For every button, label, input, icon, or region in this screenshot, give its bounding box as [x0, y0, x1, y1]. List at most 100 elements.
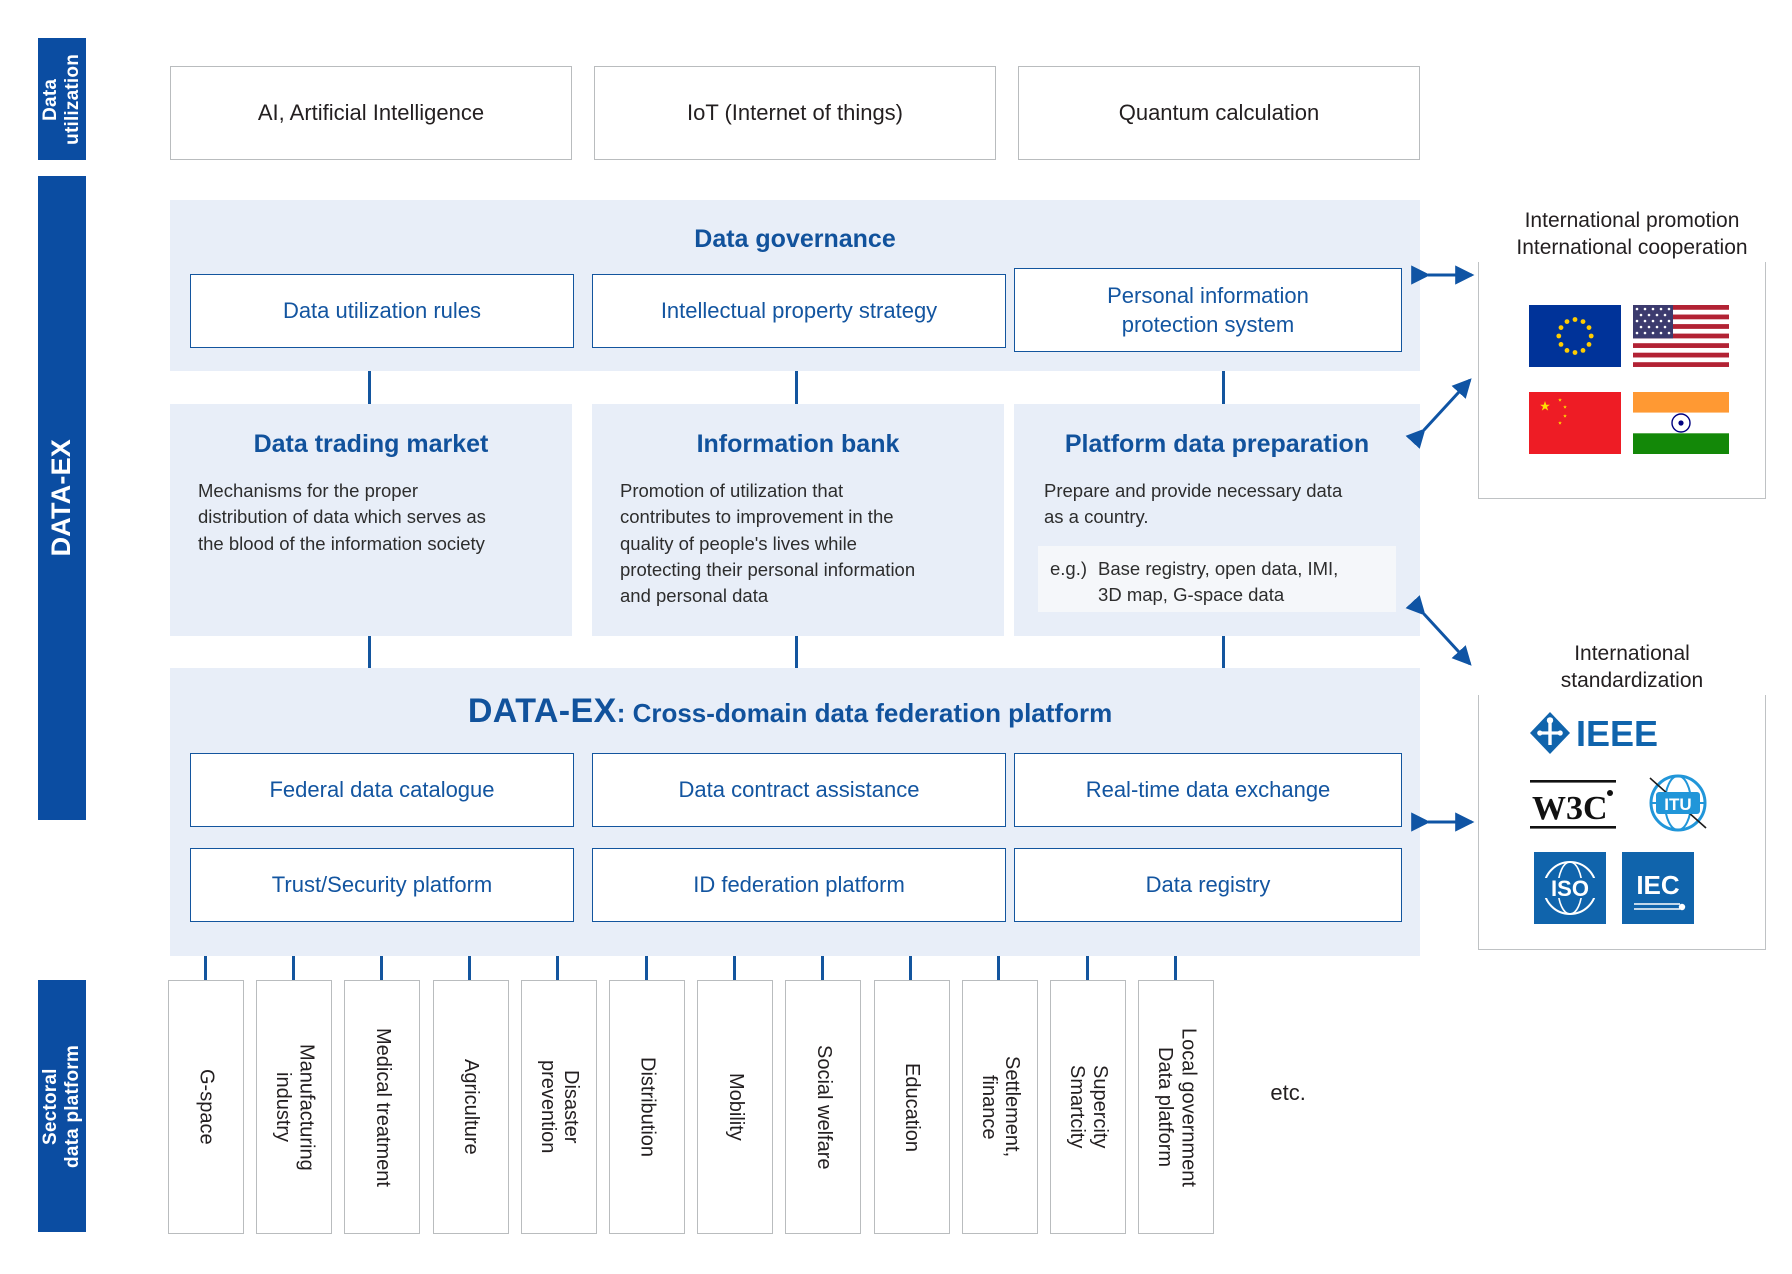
- governance-card-personal-info-protection[interactable]: Personal information protection system: [1014, 268, 1402, 352]
- connector-platform-to-sector-7: [732, 956, 736, 980]
- sector-card-label: Local government Data platform: [1154, 1027, 1200, 1187]
- sectoral-etc-label: etc.: [1270, 1080, 1306, 1105]
- international-promotion-caption: International promotion International co…: [1478, 207, 1786, 262]
- utilization-card-quantum[interactable]: Quantum calculation: [1018, 66, 1420, 160]
- governance-card-data-utilization-rules-label: Data utilization rules: [282, 298, 482, 324]
- sector-card-label: Settlement, finance: [977, 1056, 1023, 1158]
- iec-logo-icon: IEC: [1622, 852, 1694, 924]
- connector-governance-to-bank: [795, 371, 798, 404]
- connector-platform-to-sector-6: [644, 956, 648, 980]
- sector-card[interactable]: Local government Data platform: [1138, 980, 1215, 1234]
- connector-platform-to-sector-9: [909, 956, 913, 980]
- connector-platformdata-to-platform: [1222, 636, 1225, 668]
- utilization-card-quantum-label: Quantum calculation: [1118, 99, 1320, 125]
- sector-card-label: Manufacturing industry: [272, 1043, 318, 1171]
- international-promotion-panel: [1478, 237, 1766, 499]
- pillar-platform-data-preparation-title: Platform data preparation: [1064, 430, 1370, 458]
- platform-feature-federal-data-catalogue-label: Federal data catalogue: [269, 777, 495, 803]
- governance-card-data-utilization-rules[interactable]: Data utilization rules: [190, 274, 574, 348]
- sector-card-label: G-space: [195, 1069, 218, 1145]
- connector-platform-to-sector-8: [820, 956, 824, 980]
- sector-card[interactable]: Distribution: [609, 980, 685, 1234]
- sector-card[interactable]: Education: [873, 980, 950, 1234]
- platform-feature-trust-security-platform-label: Trust/Security platform: [271, 872, 493, 898]
- eu-flag-icon: [1529, 305, 1621, 367]
- sector-card[interactable]: Settlement, finance: [961, 980, 1038, 1234]
- pillar-information-bank: [592, 404, 1004, 636]
- platform-data-example-label: e.g.): [1050, 558, 1088, 579]
- pillar-information-bank-body: Promotion of utilization that contribute…: [620, 480, 916, 607]
- sector-card[interactable]: Disaster prevention: [520, 980, 597, 1234]
- pillar-data-trading-market: [170, 404, 572, 636]
- sector-card[interactable]: Manufacturing industry: [256, 980, 333, 1234]
- platform-feature-data-registry[interactable]: Data registry: [1014, 848, 1402, 922]
- svg-text:W3C: W3C: [1532, 790, 1608, 827]
- sector-card-label: Disaster prevention: [536, 1060, 582, 1154]
- svg-text:ISO: ISO: [1551, 876, 1589, 901]
- data-governance-title: Data governance: [694, 225, 896, 253]
- sector-card-label: Supercity Smartcity: [1066, 1065, 1112, 1149]
- sector-card-label: Education: [901, 1062, 924, 1152]
- platform-feature-federal-data-catalogue[interactable]: Federal data catalogue: [190, 753, 574, 827]
- platform-feature-data-contract-assistance[interactable]: Data contract assistance: [592, 753, 1006, 827]
- connector-trading-to-platform: [368, 636, 371, 668]
- sector-card[interactable]: Social welfare: [785, 980, 862, 1234]
- band-data-utilization: Data utilization: [38, 38, 86, 160]
- pillar-platform-data-preparation-body: Prepare and provide necessary data as a …: [1044, 480, 1343, 528]
- connector-governance-to-trading: [368, 371, 371, 404]
- svg-text:ITU: ITU: [1664, 795, 1691, 814]
- platform-feature-real-time-data-exchange-label: Real-time data exchange: [1085, 777, 1331, 803]
- arrow-platformdata-to-promotion: [1405, 378, 1472, 449]
- platform-data-example-box: e.g.) Base registry, open data, IMI, 3D …: [1038, 546, 1396, 612]
- platform-feature-id-federation-platform-label: ID federation platform: [693, 872, 905, 898]
- connector-bank-to-platform: [795, 636, 798, 668]
- sector-card-label: Social welfare: [812, 1044, 835, 1170]
- governance-card-ip-strategy-label: Intellectual property strategy: [660, 298, 938, 324]
- platform-feature-id-federation-platform[interactable]: ID federation platform: [592, 848, 1006, 922]
- connector-platform-to-sector-5: [556, 956, 560, 980]
- iso-logo-icon: ISO: [1534, 852, 1606, 924]
- connector-platform-to-sector-1: [203, 956, 207, 980]
- arrow-platformdata-to-standardization: [1405, 595, 1472, 666]
- svg-text:IEEE: IEEE: [1576, 713, 1658, 754]
- international-standardization-caption: International standardization: [1478, 640, 1786, 695]
- utilization-card-iot-label: IoT (Internet of things): [686, 99, 904, 125]
- governance-card-ip-strategy[interactable]: Intellectual property strategy: [592, 274, 1006, 348]
- pillar-information-bank-title: Information bank: [696, 430, 900, 458]
- data-ex-platform-title-strong: DATA-EX: [467, 692, 617, 730]
- connector-platform-to-sector-3: [379, 956, 383, 980]
- data-ex-platform-title-rest: : Cross-domain data federation platform: [616, 698, 1113, 728]
- platform-feature-trust-security-platform[interactable]: Trust/Security platform: [190, 848, 574, 922]
- platform-feature-data-registry-label: Data registry: [1145, 872, 1271, 898]
- utilization-card-iot[interactable]: IoT (Internet of things): [594, 66, 996, 160]
- sector-card[interactable]: G-space: [168, 980, 244, 1234]
- india-flag-icon: [1633, 392, 1729, 454]
- connector-platform-to-sector-11: [1085, 956, 1089, 980]
- platform-feature-real-time-data-exchange[interactable]: Real-time data exchange: [1014, 753, 1402, 827]
- sector-card-label: Mobility: [724, 1073, 747, 1141]
- band-sectoral-data-platform: Sectoral data platform: [38, 980, 86, 1232]
- governance-card-personal-info-protection-label: Personal information protection system: [1107, 282, 1309, 337]
- sector-card-label: Medical treatment: [371, 1027, 394, 1187]
- utilization-card-ai[interactable]: AI, Artificial Intelligence: [170, 66, 572, 160]
- sector-card[interactable]: Agriculture: [432, 980, 509, 1234]
- pillar-data-trading-market-title: Data trading market: [253, 430, 489, 458]
- connector-platform-to-sector-12: [1173, 956, 1177, 980]
- connector-platform-to-sector-4: [468, 956, 472, 980]
- china-flag-icon: [1529, 392, 1621, 454]
- platform-feature-data-contract-assistance-label: Data contract assistance: [678, 777, 920, 803]
- svg-text:IEC: IEC: [1636, 870, 1680, 900]
- connector-platform-to-sector-2: [291, 956, 295, 980]
- sector-card[interactable]: Mobility: [697, 980, 774, 1234]
- itu-logo-icon: ITU: [1640, 770, 1716, 836]
- w3c-logo-icon: W3C: [1528, 776, 1620, 832]
- sector-card[interactable]: Medical treatment: [344, 980, 421, 1234]
- platform-data-example-text: Base registry, open data, IMI, 3D map, G…: [1098, 558, 1339, 606]
- sector-card-label: Agriculture: [460, 1059, 483, 1155]
- ieee-logo-icon: IEEE: [1528, 710, 1708, 756]
- sector-card[interactable]: Supercity Smartcity: [1050, 980, 1126, 1234]
- connector-platform-to-sector-10: [997, 956, 1001, 980]
- us-flag-icon: [1633, 305, 1729, 367]
